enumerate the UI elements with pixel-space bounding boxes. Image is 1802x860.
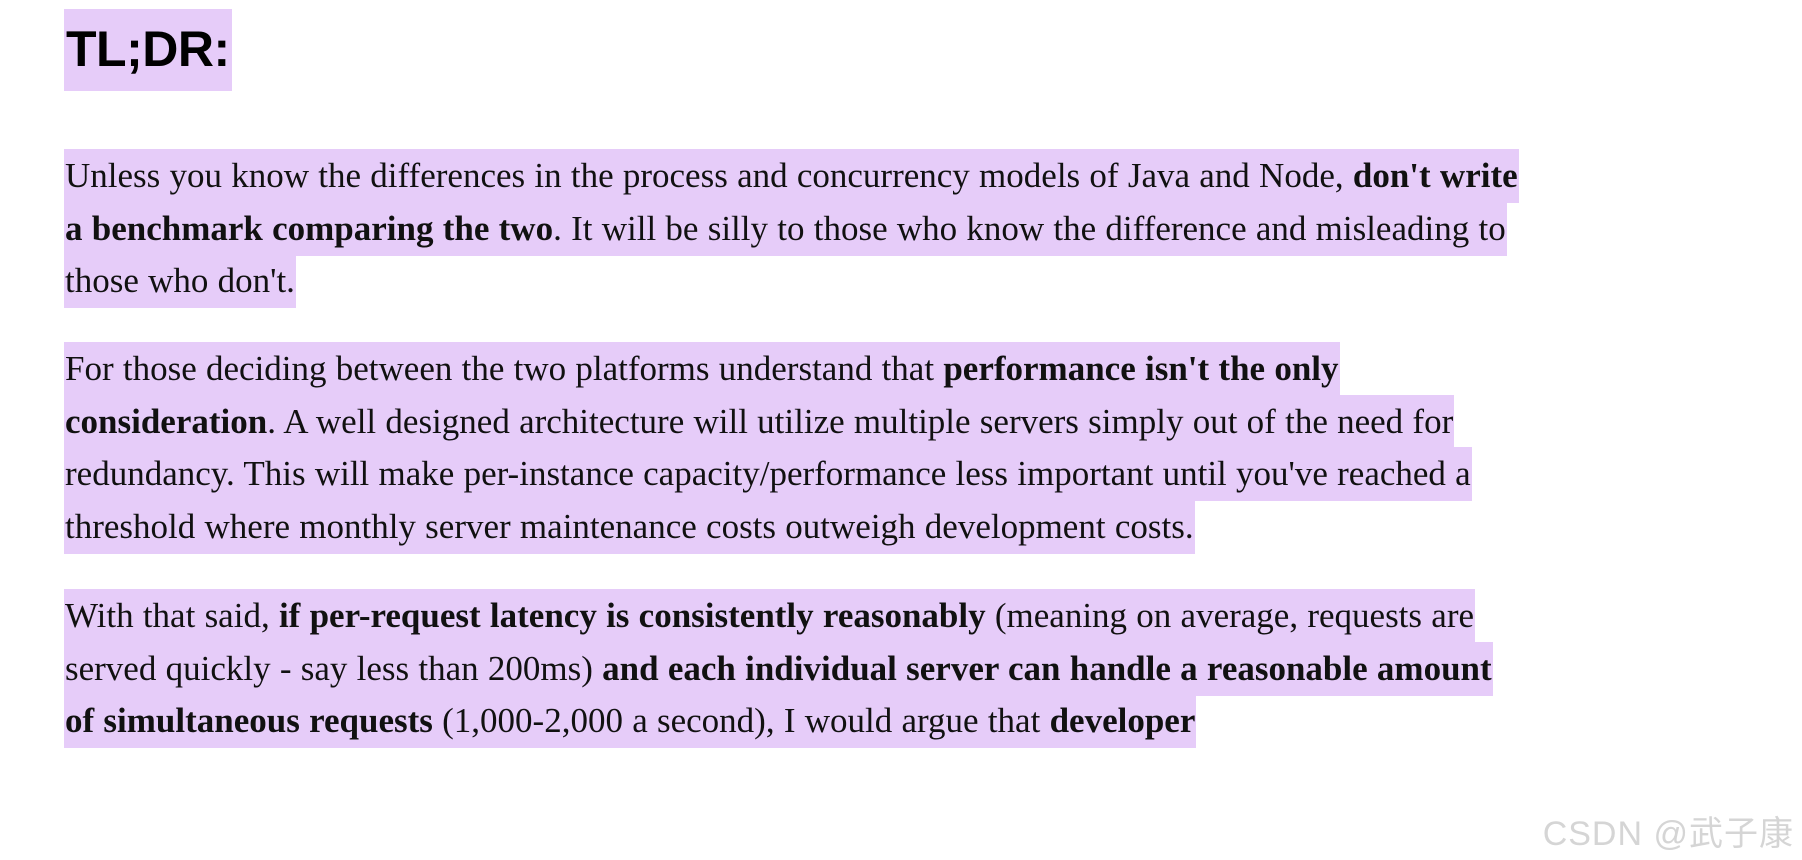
paragraph-3: With that said, if per-request latency i… [64,589,1526,748]
paragraph-3-highlight: With that said, if per-request latency i… [64,589,1493,748]
document-content: TL;DR: Unless you know the differences i… [64,9,1526,748]
paragraph-3-run-6-bold: developer [1049,701,1196,740]
paragraph-2-run-3: . A well designed architecture will util… [65,401,1471,546]
paragraph-3-run-2-bold: if per-request latency is consistently r… [278,596,986,635]
paragraph-1-highlight: Unless you know the differences in the p… [64,149,1519,308]
paragraph-3-run-4-bold: and each individual server can handle a … [65,648,1492,741]
paragraph-2-highlight: For those deciding between the two platf… [64,342,1472,554]
paragraph-3-run-1: With that said, [65,596,279,635]
paragraph-1: Unless you know the differences in the p… [64,149,1526,308]
paragraph-1-run-2-bold: don't write a benchmark comparing the tw… [65,156,1518,248]
csdn-watermark: CSDN @武子康 [1542,815,1794,853]
page-title-text: TL;DR: [64,9,232,91]
paragraph-2-run-2-bold: performance isn't the only consideration [65,349,1339,441]
page-title: TL;DR: [64,9,1526,91]
paragraph-2: For those deciding between the two platf… [64,342,1526,554]
paragraph-3-run-3: (meaning on average, requests are served… [65,596,1475,688]
paragraph-1-run-1: Unless you know the differences in the p… [65,156,1353,195]
paragraph-2-run-1: For those deciding between the two platf… [65,349,944,388]
paragraph-1-run-3: . It will be silly to those who know the… [65,208,1506,301]
paragraph-3-run-5: (1,000-2,000 a second), I would argue th… [432,701,1050,740]
